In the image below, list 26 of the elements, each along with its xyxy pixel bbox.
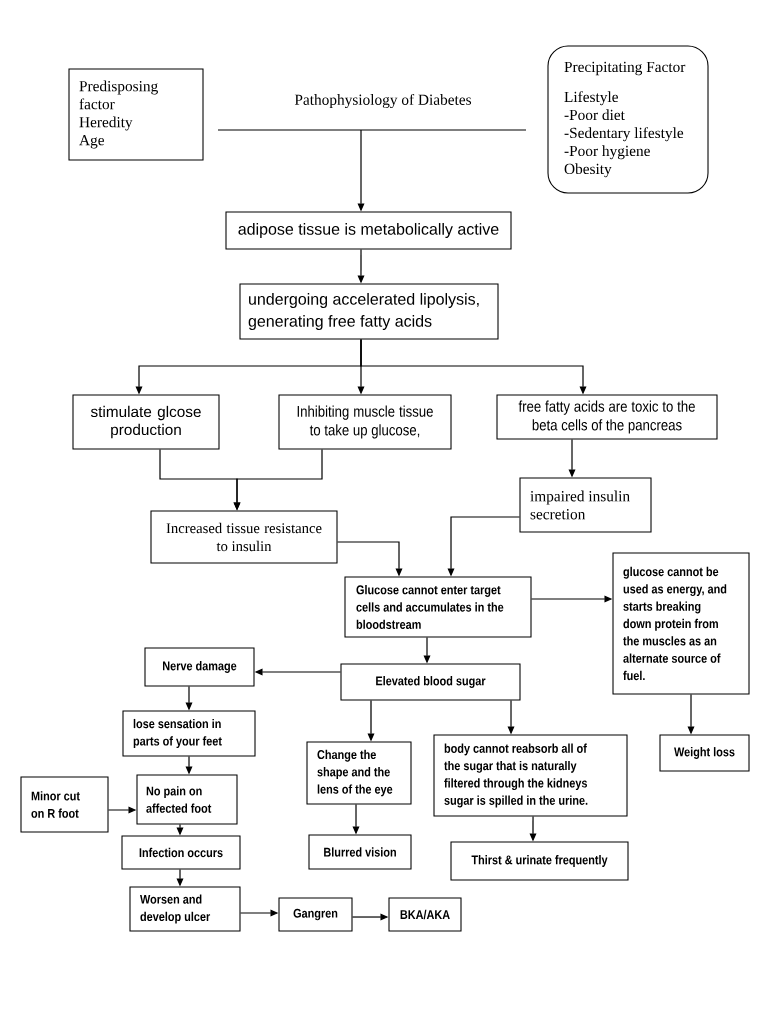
process-box: adipose tissue is metabolically active: [225, 211, 512, 250]
process-box: No pain on affected foot: [136, 774, 238, 825]
process-box: Glucose cannot enter target cells and accumulates in the bloodstream: [344, 576, 532, 638]
process-box: Elevated blood sugar: [340, 663, 521, 701]
process-box: Blurred vision: [308, 834, 412, 870]
process-box: impaired insulin secretion: [519, 477, 652, 533]
process-box: Minor cut on R foot: [20, 776, 109, 833]
process-box: Nerve damage: [144, 647, 255, 687]
process-box: Increased tissue resistance to insulin: [150, 510, 338, 564]
title: Pathophysiology of Diabetes: [294, 93, 472, 109]
process-box: undergoing accelerated lipolysis, generating free fatty acids: [239, 283, 499, 340]
process-box: glucose cannot be used as energy, and starts breaking down protein from the muscles as an alternate source of fuel.: [612, 552, 750, 695]
process-box: Change the shape and the lens of the eye: [306, 741, 412, 805]
process-box: body cannot reabsorb all of the sugar that is naturally filtered through the kidneys sugar is spilled in the urine.: [433, 734, 628, 817]
process-box: Thirst & urinate frequently: [450, 841, 629, 881]
process-box: Inhibiting muscle tissue to take up glucose,: [278, 394, 452, 450]
process-box: lose sensation in parts of your feet: [122, 710, 256, 757]
process-box: Gangren: [278, 897, 353, 932]
process-box: Infection occurs: [121, 835, 241, 870]
process-box: free fatty acids are toxic to the beta cells of the pancreas: [496, 394, 718, 440]
process-box: Worsen and develop ulcer: [129, 886, 241, 932]
process-box: BKA/AKA: [388, 897, 462, 932]
process-box: stimulate glcose production: [72, 394, 220, 450]
process-box: Predisposing factor Heredity Age: [68, 68, 204, 161]
process-box: Weight loss: [659, 734, 750, 772]
rounded-box: Precipitating Factor Lifestyle -Poor diet -Sedentary lifestyle -Poor hygiene Obesity: [547, 45, 709, 194]
